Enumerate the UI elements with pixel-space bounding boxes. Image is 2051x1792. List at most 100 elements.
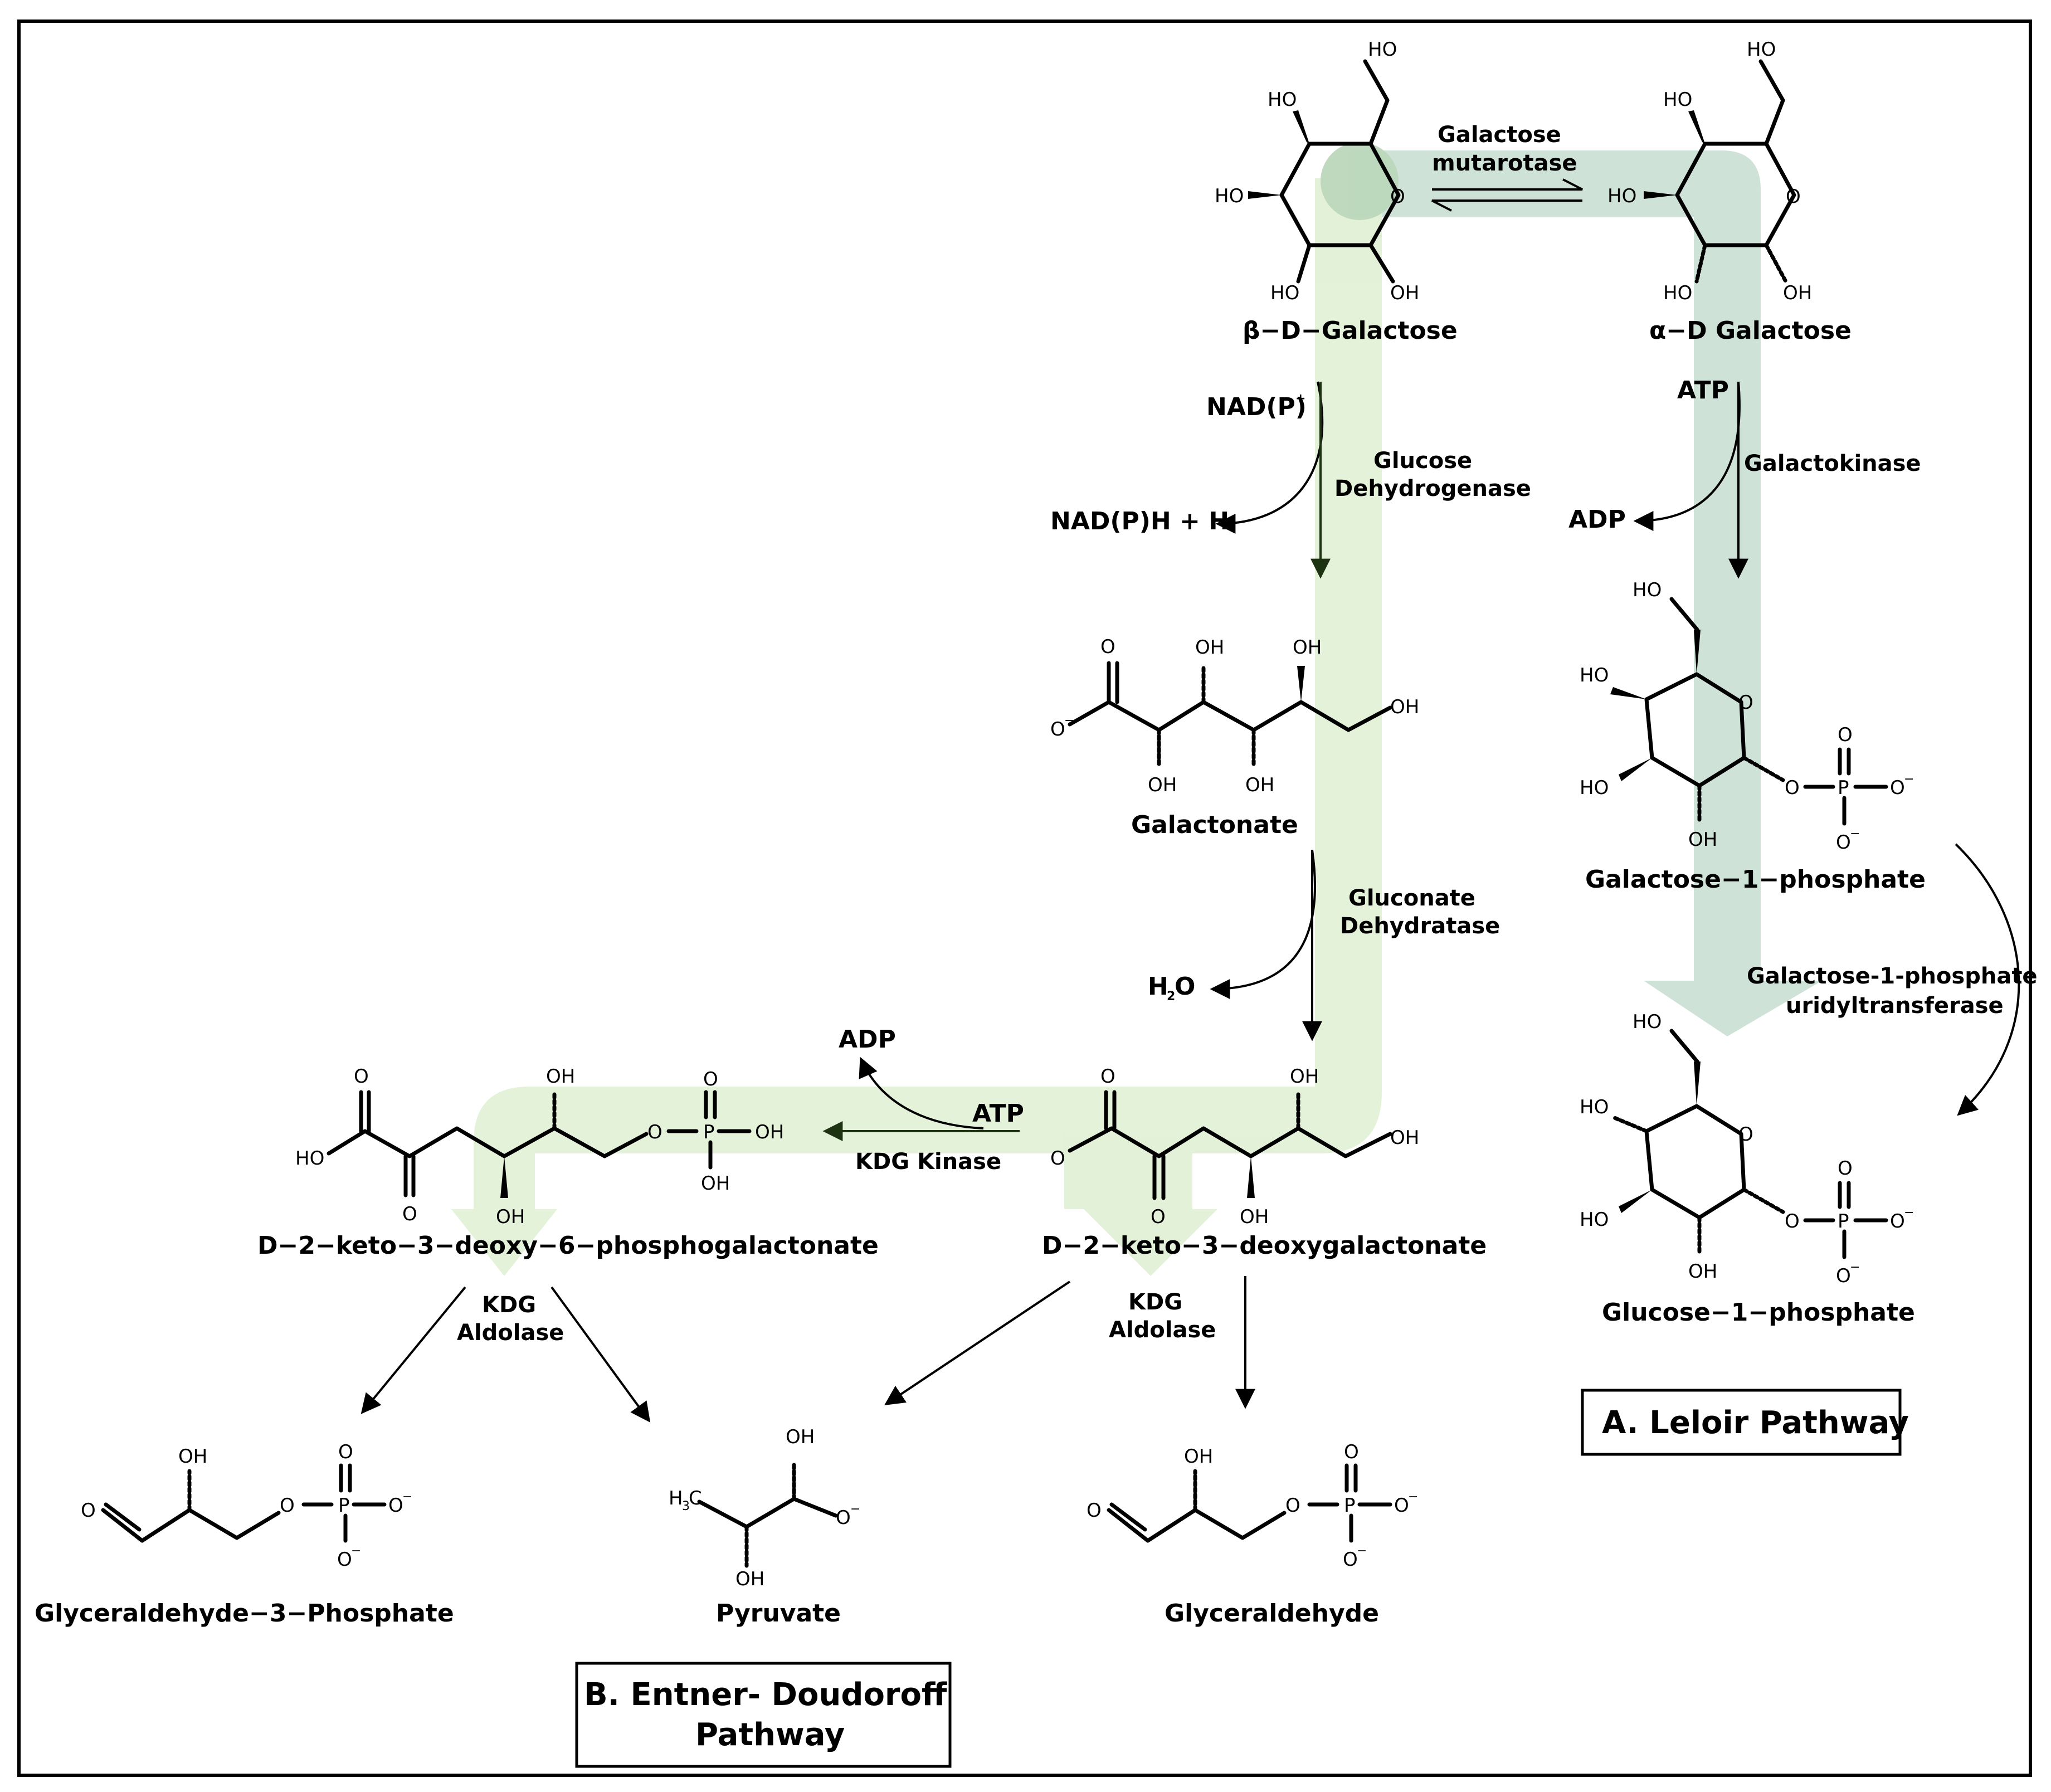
ed-title-box: B. Entner- Doudoroff Pathway (575, 1662, 952, 1768)
atom-o-minus: O (337, 1548, 352, 1571)
galactonate-label: Galactonate (1131, 811, 1298, 839)
atom-ho: HO (295, 1147, 324, 1170)
alpha-galactose-label: α−D Galactose (1649, 316, 1852, 345)
glucose-1-phosphate-structure: HO HO O HO OH O P O O − O − (1580, 1011, 1914, 1287)
beta-galactose-label: β−D−Galactose (1243, 316, 1458, 345)
leloir-band (1348, 150, 1822, 1036)
atom-o-minus: O (836, 1507, 851, 1529)
atom-o-minus: O (1394, 1494, 1409, 1517)
kdg-aldolase-left-2: Aldolase (457, 1320, 564, 1346)
atom-ho: HO (1268, 89, 1297, 111)
atom-oh: OH (496, 1206, 525, 1228)
h2o-subscript: 2 (1167, 990, 1175, 1004)
nadp-superscript: + (1295, 392, 1305, 406)
g3p-label: Glyceraldehyde−3−Phosphate (35, 1599, 454, 1628)
galactonate-structure: O O − OH OH OH OH OH (1050, 636, 1419, 796)
glyceraldehyde-structure: O OH O P O O − O − (1087, 1441, 1418, 1571)
kdpg-structure: O HO O OH OH O P O OH OH (295, 1065, 784, 1228)
leloir-title-box: A. Leloir Pathway (1581, 1389, 1909, 1456)
kdg-label: D−2−keto−3−deoxygalactonate (1042, 1231, 1487, 1260)
atom-h3c-h: H (669, 1487, 683, 1509)
atp-ed-label: ATP (972, 1099, 1024, 1128)
g3p-structure: O OH O P O O − O − (81, 1441, 412, 1571)
ed-title-line1: B. Entner- Doudoroff (584, 1677, 947, 1713)
atom-o: O (1738, 1123, 1753, 1146)
atom-o: O (1344, 1441, 1359, 1463)
gluconate-dh-label-2: Dehydratase (1340, 913, 1500, 939)
atom-o: O (1390, 186, 1405, 208)
kdg-aldolase-right-2: Aldolase (1109, 1317, 1216, 1343)
kdg-aldolase-right-1: KDG (1128, 1289, 1182, 1315)
minus-sign: − (850, 1502, 860, 1516)
beta-galactose-structure: HO HO HO O HO OH (1215, 38, 1419, 304)
minus-sign: − (1850, 1260, 1860, 1274)
atom-o-minus: O (1836, 1265, 1851, 1287)
uridyltransferase-label-1: Galactose-1-phosphate (1747, 963, 2038, 989)
atom-ho: HO (1368, 38, 1397, 61)
atom-o-minus: O (1890, 777, 1905, 799)
h2o-curved-arrow (1210, 849, 1316, 999)
atom-p: P (1838, 777, 1849, 799)
glucose-dh-label-1: Glucose (1373, 448, 1472, 474)
ed-title-line2: Pathway (695, 1717, 845, 1753)
gluconate-dh-label-1: Gluconate (1348, 885, 1475, 911)
glyceraldehyde-label: Glyceraldehyde (1165, 1599, 1379, 1628)
atom-ho: HO (1663, 282, 1692, 304)
atom-h3c-subscript: 3 (682, 1499, 690, 1513)
aldolase-to-pyruvate-arrow-2 (884, 1280, 1071, 1405)
atom-o-minus: O (1343, 1548, 1358, 1571)
atom-oh: OH (1290, 1065, 1319, 1088)
atom-p: P (703, 1121, 715, 1143)
pyruvate-label: Pyruvate (716, 1599, 841, 1628)
atom-o: O (1100, 636, 1115, 658)
uridyltransferase-label-2: uridyltransferase (1786, 993, 2004, 1019)
atom-o: O (1087, 1499, 1102, 1522)
atom-oh: OH (786, 1426, 815, 1448)
atom-oh: OH (1240, 1206, 1269, 1228)
adp-ed-label: ADP (839, 1025, 896, 1054)
atom-h3c-c: C (689, 1487, 702, 1509)
atp-adp-curved-arrow (859, 1056, 984, 1129)
pyruvate-structure: H 3 C OH O − OH (669, 1426, 860, 1590)
aldolase-to-pyruvate-arrow (550, 1286, 651, 1423)
atom-oh: OH (1390, 282, 1419, 304)
minus-sign: − (1408, 1490, 1418, 1504)
atom-ho: HO (1580, 664, 1609, 686)
alpha-galactose-structure: HO HO HO O HO OH (1607, 38, 1812, 304)
atom-ho: HO (1663, 89, 1692, 111)
atom-o: O (647, 1121, 662, 1143)
atom-o: O (1785, 1210, 1800, 1233)
atom-o-minus: O (1050, 1147, 1065, 1170)
minus-sign: − (1904, 772, 1914, 786)
atom-o: O (81, 1499, 96, 1522)
atom-o: O (354, 1065, 369, 1088)
uridyltransferase-arrow (1955, 843, 2020, 1116)
atom-o: O (1838, 724, 1853, 746)
atom-ho: HO (1580, 1209, 1609, 1231)
galactose-1-phosphate-label: Galactose−1−phosphate (1585, 865, 1926, 894)
atom-o: O (1786, 186, 1801, 208)
minus-sign: − (351, 1544, 361, 1558)
atom-oh: OH (1148, 774, 1177, 796)
atom-o: O (1285, 1494, 1300, 1517)
minus-sign: − (1850, 827, 1860, 841)
atom-oh: OH (546, 1065, 575, 1088)
outer-frame (17, 20, 2032, 1777)
kdg-structure: O O O OH OH OH (1050, 1065, 1419, 1228)
kdg-aldolase-left-1: KDG (482, 1292, 536, 1318)
atom-o-minus: O (1890, 1210, 1905, 1233)
atom-ho: HO (1580, 1096, 1609, 1118)
galactokinase-label: Galactokinase (1744, 451, 1921, 476)
glucose-dh-label-2: Dehydrogenase (1334, 476, 1531, 501)
atom-ho: HO (1215, 185, 1244, 207)
atom-o-minus: O (1836, 831, 1851, 854)
kdg-kinase-label: KDG Kinase (855, 1149, 1001, 1175)
atom-o-minus: O (388, 1494, 403, 1517)
atom-o: O (1151, 1206, 1166, 1228)
atom-oh: OH (1783, 282, 1812, 304)
atom-ho: HO (1633, 579, 1662, 601)
atom-ho: HO (1633, 1011, 1662, 1033)
minus-sign: − (1064, 714, 1074, 728)
atom-oh: OH (1390, 696, 1419, 718)
aldolase-to-g3p-arrow (360, 1286, 466, 1414)
